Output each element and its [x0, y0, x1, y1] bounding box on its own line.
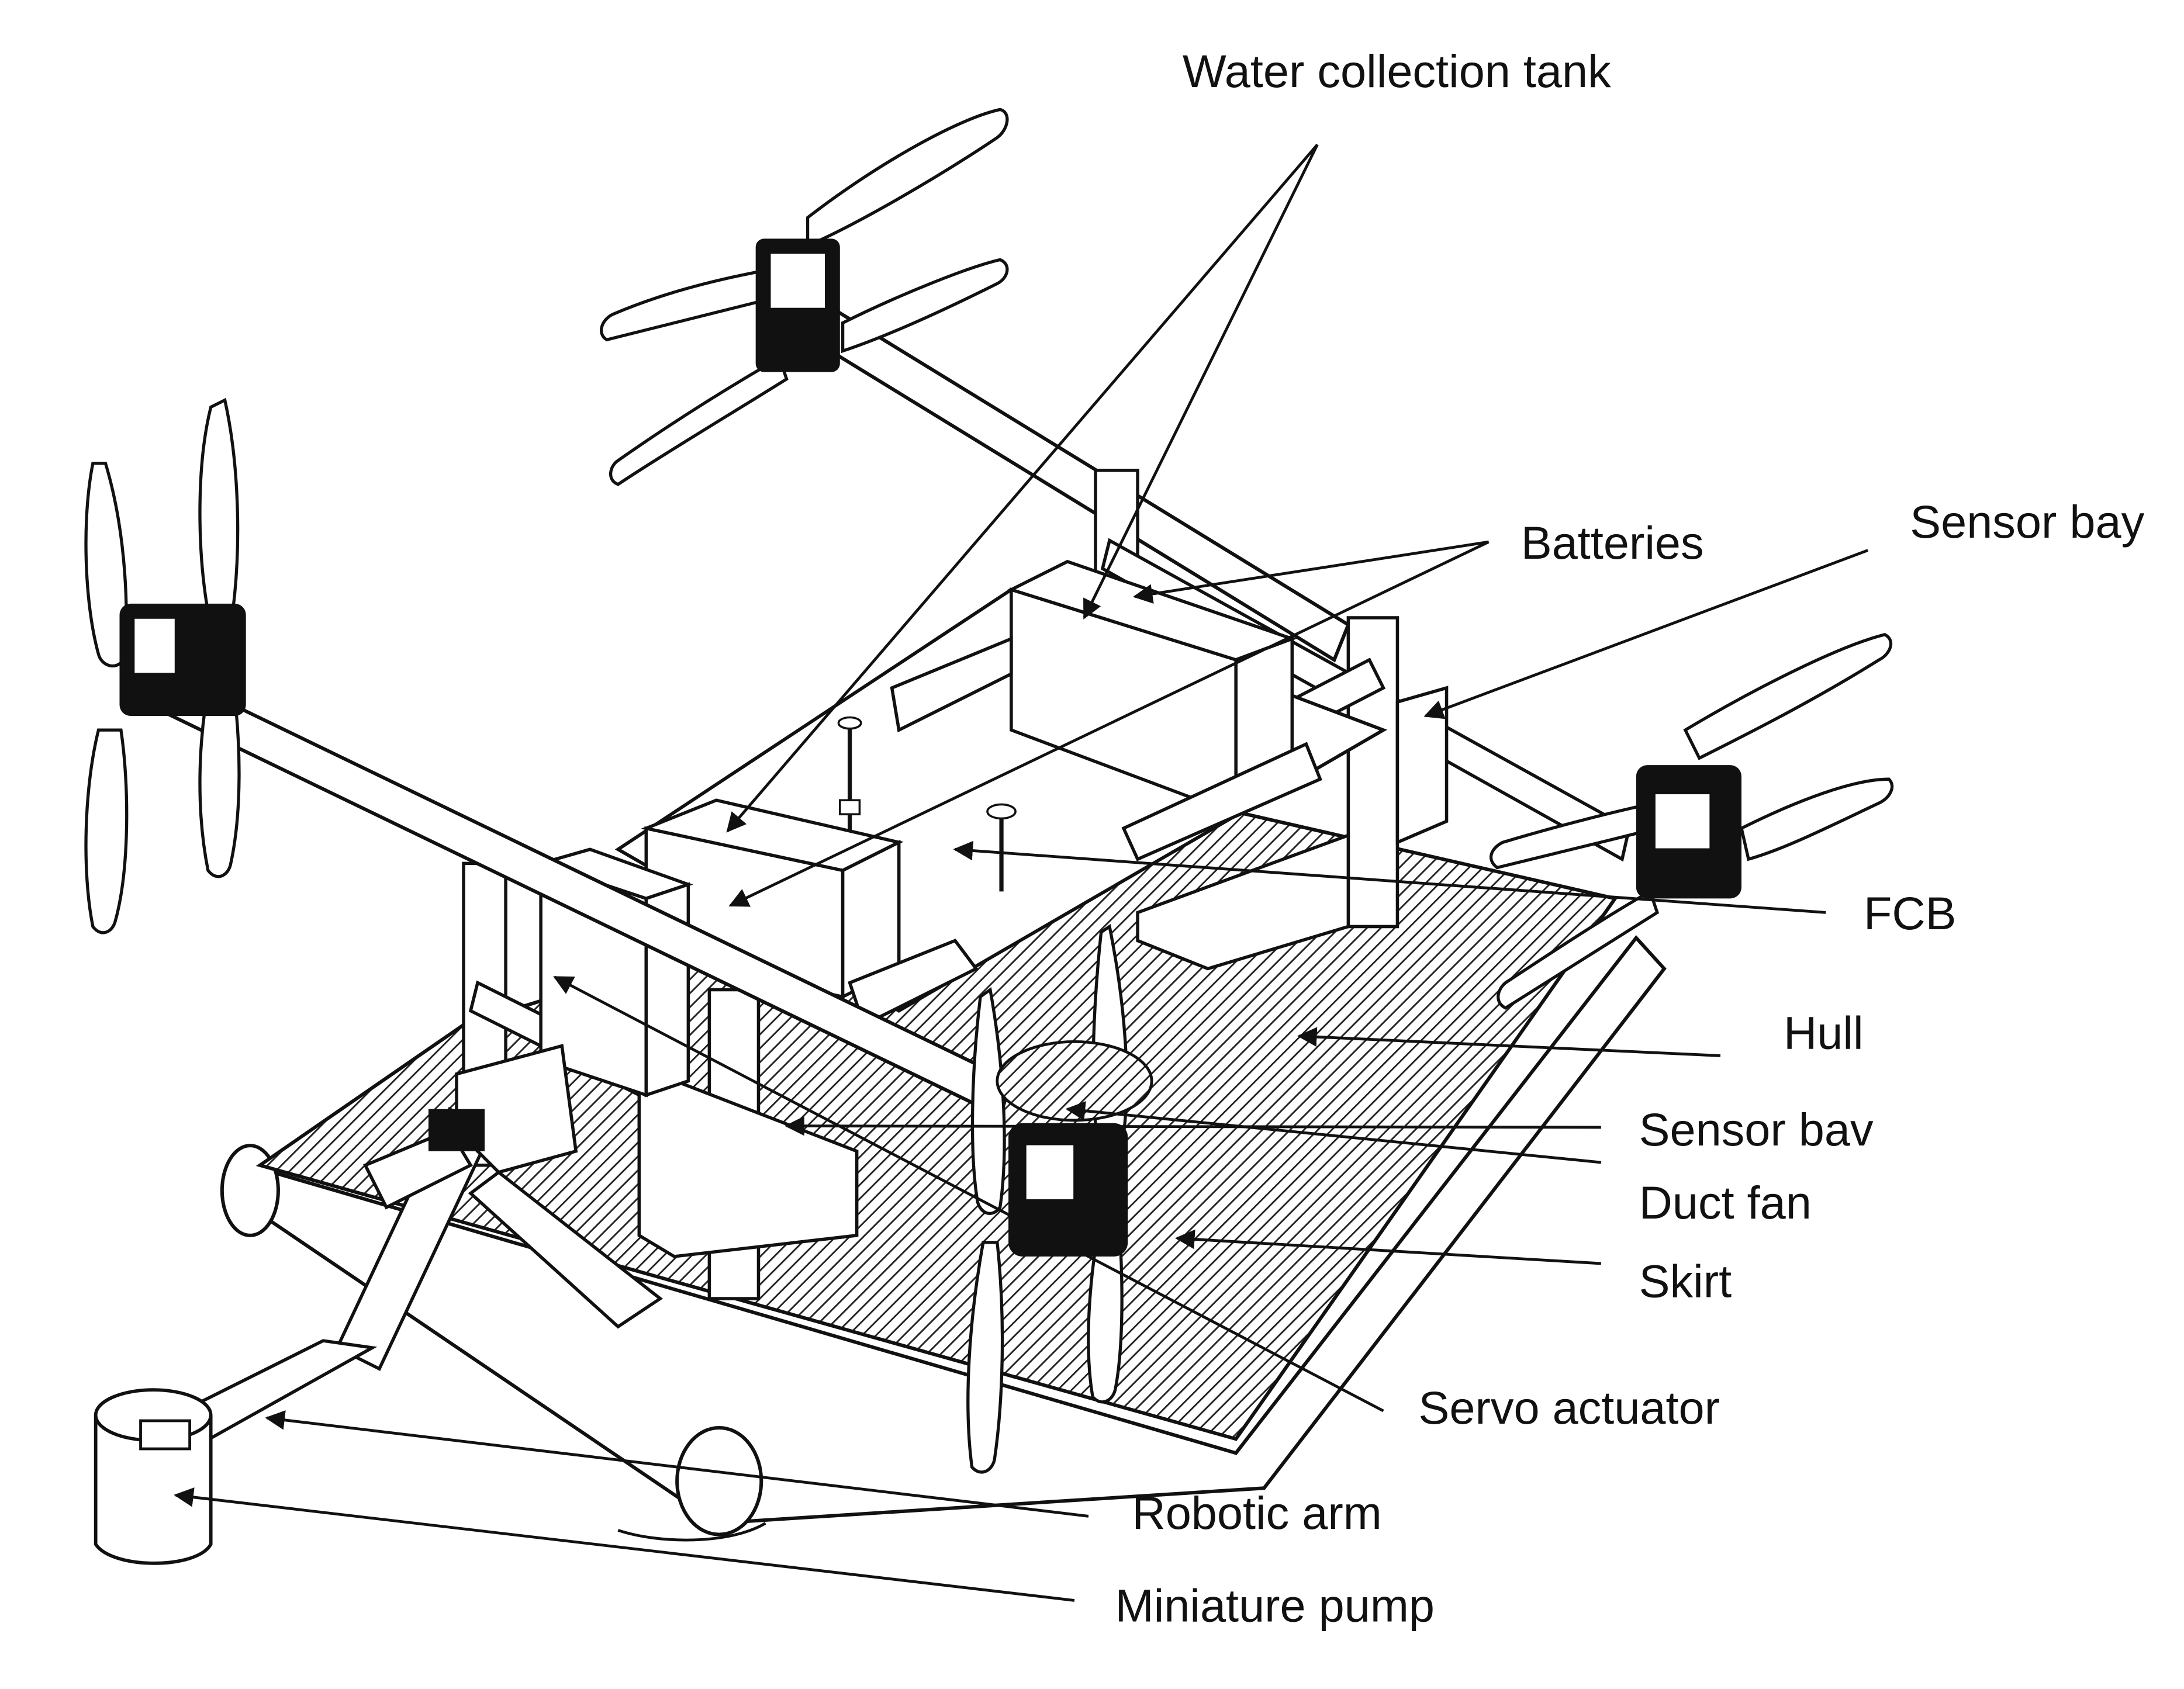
- front-propeller: [966, 924, 1153, 1474]
- label-sensor-bay-lower: Sensor bav: [1639, 1103, 1874, 1155]
- leader-lines: [174, 143, 1869, 1602]
- label-fcb: FCB: [1864, 887, 1957, 939]
- label-robotic-arm: Robotic arm: [1132, 1487, 1381, 1539]
- left-propeller: [84, 397, 246, 935]
- water-tank: [640, 798, 979, 1027]
- label-duct-fan: Duct fan: [1639, 1176, 1812, 1228]
- label-batteries: Batteries: [1521, 517, 1704, 569]
- sensor-bay-upper: [1136, 686, 1449, 971]
- right-propeller: [1490, 632, 1894, 1010]
- label-miniature-pump: Miniature pump: [1115, 1580, 1435, 1632]
- label-water-collection-tank: Water collection tank: [1183, 45, 1611, 97]
- battery-pack: [890, 559, 1322, 861]
- miniature-pump: [94, 1388, 213, 1565]
- label-sensor-bay-top: Sensor bay: [1910, 496, 2144, 548]
- label-skirt: Skirt: [1639, 1255, 1732, 1307]
- rear-propeller: [600, 108, 1009, 486]
- robotic-arm: [165, 1044, 664, 1448]
- label-hull: Hull: [1784, 1006, 1864, 1058]
- label-servo-actuator: Servo actuator: [1419, 1382, 1720, 1434]
